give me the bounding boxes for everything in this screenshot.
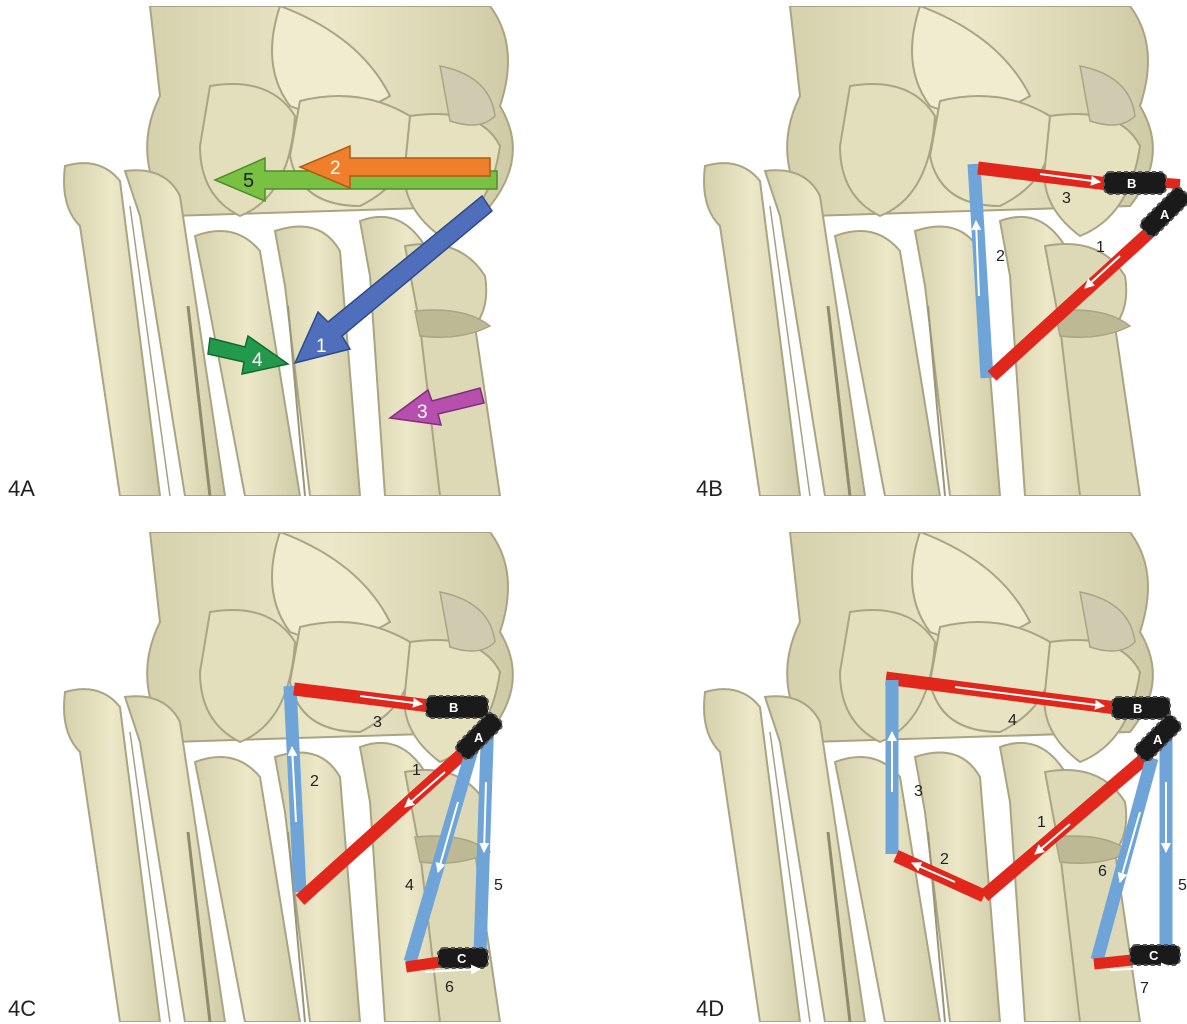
arrow-4-label: 4 xyxy=(252,350,263,371)
band-4-label: 4 xyxy=(405,877,414,894)
band-7-label: 7 xyxy=(1140,980,1149,997)
band-3-label: 3 xyxy=(1062,190,1071,207)
anchor-a-label: A xyxy=(474,730,484,745)
band-4-label: 4 xyxy=(1008,712,1017,729)
panel-label-4a: 4A xyxy=(8,476,35,502)
panel-label-4d: 4D xyxy=(696,996,724,1022)
arrow-5-label: 5 xyxy=(243,170,254,192)
wrist-bones-image xyxy=(700,6,1187,496)
anchor-c-label: C xyxy=(457,951,467,966)
band-1-label: 1 xyxy=(412,762,421,779)
band-2-label: 2 xyxy=(310,773,319,790)
band-5-label: 5 xyxy=(1178,877,1187,894)
anchor-b-label: B xyxy=(1127,176,1136,191)
arrow-2-label: 2 xyxy=(330,158,341,179)
panel-label-4b: 4B xyxy=(696,476,723,502)
panel-label-4c: 4C xyxy=(8,996,36,1022)
band-5-label: 5 xyxy=(494,877,503,894)
anchor-a-label: A xyxy=(1160,207,1170,222)
band-3-label: 3 xyxy=(373,714,382,731)
wrist-bones-image xyxy=(60,6,555,496)
band-7 xyxy=(1094,960,1132,964)
anchor-b-label: B xyxy=(1133,701,1142,716)
diagram-4a: 5 2 1 4 3 xyxy=(60,6,555,496)
band-6 xyxy=(406,962,440,967)
band-1-label: 1 xyxy=(1037,814,1046,831)
anchor-c-label: C xyxy=(1149,948,1159,963)
band-3-tail xyxy=(1166,183,1180,184)
anchor-b-label: B xyxy=(449,700,458,715)
anchor-a-label: A xyxy=(1153,732,1163,747)
band-2-label: 2 xyxy=(996,248,1005,265)
band-1-label: 1 xyxy=(1096,239,1105,256)
panel-4b: 2 3 1 B A xyxy=(700,6,1187,496)
band-2-label: 2 xyxy=(940,851,949,868)
band-6-label: 6 xyxy=(445,979,454,996)
band-3-label: 3 xyxy=(914,783,923,800)
arrow-3-label: 3 xyxy=(417,402,428,423)
panel-4a: 5 2 1 4 3 xyxy=(60,6,555,496)
panel-4c: 2 3 1 4 5 C 6 B A xyxy=(60,532,555,1022)
diagram-4c: 2 3 1 4 5 C 6 B A xyxy=(60,532,555,1022)
arrow-1-label: 1 xyxy=(316,336,327,357)
diagram-4b: 2 3 1 B A xyxy=(700,6,1187,496)
band-6-label: 6 xyxy=(1098,863,1107,880)
diagram-4d: 4 3 2 1 6 5 C 7 B A xyxy=(700,532,1187,1022)
panel-4d: 4 3 2 1 6 5 C 7 B A xyxy=(700,532,1187,1022)
